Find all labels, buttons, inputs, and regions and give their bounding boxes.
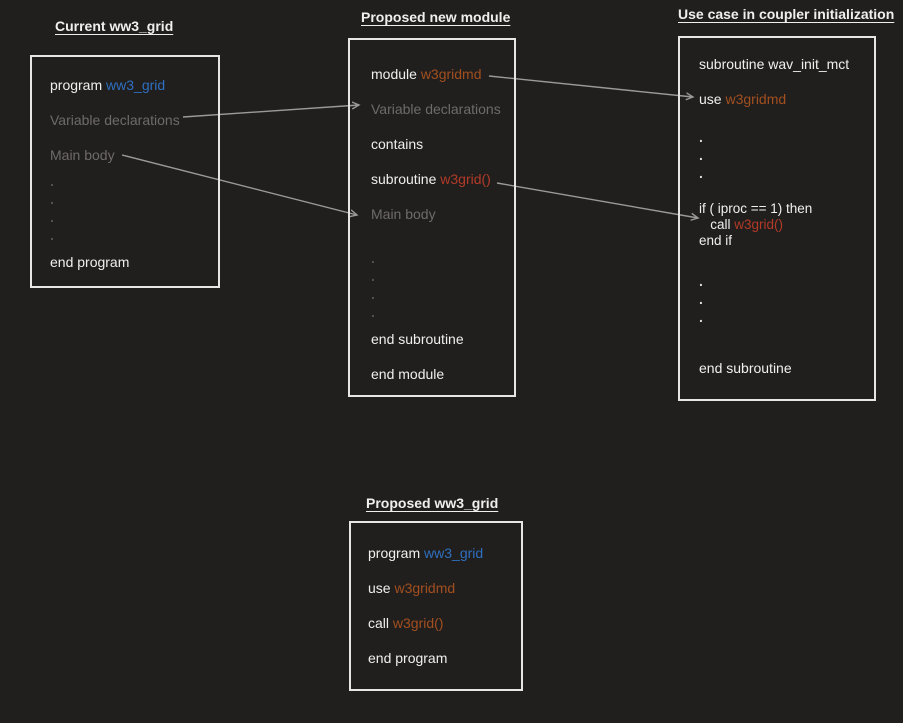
panel-title-proposed-new-module: Proposed new module (361, 9, 511, 25)
code-line: program ww3_grid (368, 535, 521, 570)
panel-title-use-case-coupler-init: Use case in coupler initialization (678, 6, 895, 22)
arrow-subroutine-to-call (496, 182, 698, 218)
code-line: call w3grid() (699, 216, 874, 232)
code-token: subroutine (371, 170, 441, 187)
code-token: Variable declarations (371, 100, 501, 117)
code-token: Variable declarations (50, 111, 180, 128)
code-line: subroutine w3grid() (371, 161, 514, 196)
code-token: . (50, 191, 54, 207)
ellipsis-dot-line: . (50, 208, 218, 226)
code-token: . (699, 273, 703, 289)
code-line: use w3gridmd (699, 81, 874, 116)
code-token: use (699, 90, 726, 107)
code-line: contains (371, 126, 514, 161)
code-line: end module (371, 356, 514, 391)
ellipsis-dot-line: . (699, 128, 874, 146)
code-token: w3gridmd (725, 90, 787, 107)
ellipsis-dot-line: . (50, 226, 218, 244)
code-line: end subroutine (699, 350, 874, 385)
code-token: . (371, 304, 375, 320)
code-line: end if (699, 232, 874, 248)
code-token: end program (368, 649, 448, 666)
code-token: call (368, 614, 393, 631)
code-line: end subroutine (371, 321, 514, 356)
code-line: call w3grid() (368, 605, 521, 640)
ellipsis-dot-line: . (371, 267, 514, 285)
code-token: end program (50, 253, 130, 270)
code-token: . (699, 129, 703, 145)
code-token: . (371, 286, 375, 302)
arrow-module-to-use (488, 75, 693, 97)
code-token: w3gridmd (394, 579, 456, 596)
ellipsis-dot-line: . (50, 190, 218, 208)
code-line: subroutine wav_init_mct (699, 46, 874, 81)
code-token: end subroutine (699, 359, 792, 376)
spacer (699, 182, 874, 200)
ellipsis-dot-line: . (371, 249, 514, 267)
code-line: Variable declarations (371, 91, 514, 126)
code-token: contains (371, 135, 424, 152)
code-token: end if (699, 232, 733, 248)
code-token: . (699, 291, 703, 307)
code-line: use w3gridmd (368, 570, 521, 605)
code-token: . (371, 268, 375, 284)
code-token: . (699, 309, 703, 325)
code-token: . (699, 147, 703, 163)
code-token: end subroutine (371, 330, 464, 347)
ellipsis-dot-line: . (699, 146, 874, 164)
code-token: ww3_grid (424, 544, 484, 561)
ellipsis-dot-line: . (371, 303, 514, 321)
code-token: w3grid() (392, 614, 444, 631)
code-token: . (699, 165, 703, 181)
code-line: end program (50, 244, 218, 279)
code-token: w3grid() (734, 216, 784, 232)
ellipsis-dot-line: . (371, 285, 514, 303)
spacer (699, 248, 874, 272)
code-token: use (368, 579, 395, 596)
code-line: end program (368, 640, 521, 675)
code-line: Variable declarations (50, 102, 218, 137)
code-token: program (50, 76, 107, 93)
code-line: if ( iproc == 1) then (699, 200, 874, 216)
code-token: module (371, 65, 421, 82)
code-line: program ww3_grid (50, 67, 218, 102)
code-token: w3grid() (440, 170, 491, 187)
code-token: call (699, 216, 735, 232)
code-line: Main body (50, 137, 218, 172)
ellipsis-dot-line: . (699, 272, 874, 290)
ellipsis-dot-line: . (699, 290, 874, 308)
code-token: . (50, 227, 54, 243)
ellipsis-dot-line: . (699, 164, 874, 182)
code-token: subroutine wav_init_mct (699, 55, 850, 72)
spacer (699, 116, 874, 128)
ellipsis-dot-line: . (699, 308, 874, 326)
code-token: . (371, 250, 375, 266)
code-token: program (368, 544, 425, 561)
code-token: Main body (50, 146, 115, 163)
spacer (699, 326, 874, 350)
code-token: if ( iproc == 1) then (699, 200, 813, 216)
code-token: end module (371, 365, 445, 382)
code-token: w3gridmd (420, 65, 482, 82)
panel-title-proposed-ww3-grid: Proposed ww3_grid (366, 495, 499, 511)
code-line: Main body (371, 196, 514, 231)
code-token: ww3_grid (106, 76, 166, 93)
code-line: module w3gridmd (371, 56, 514, 91)
panel-title-current-ww3-grid: Current ww3_grid (55, 18, 174, 34)
code-token: . (50, 173, 54, 189)
ellipsis-dot-line: . (50, 172, 218, 190)
code-token: Main body (371, 205, 436, 222)
code-token: . (50, 209, 54, 225)
spacer (371, 231, 514, 249)
